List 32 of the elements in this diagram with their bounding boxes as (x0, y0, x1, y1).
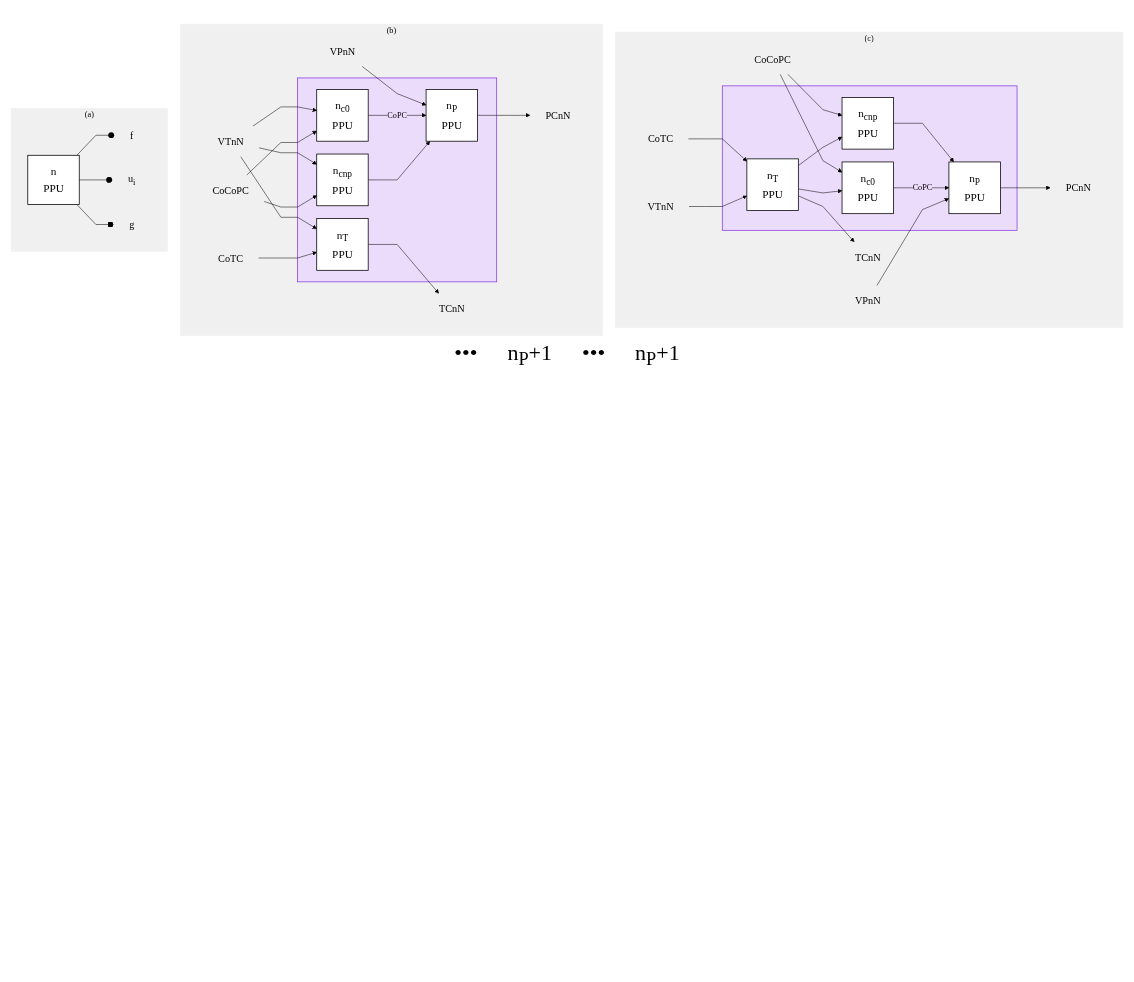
note-text: n$_{P}$+1 (635, 339, 680, 371)
node-text: PCnN (545, 109, 571, 121)
node-text: VPnN (854, 295, 881, 307)
node-text: CoCoPC (212, 184, 249, 197)
node-text: TCnN (854, 251, 881, 263)
node-text: TCnN (438, 303, 465, 315)
node-text: u$_{i}$ (127, 173, 136, 188)
node-text: PCnN (1065, 182, 1091, 194)
node-box: n$_{P}$ PPU (948, 161, 1001, 215)
node-text: VPnN (329, 45, 356, 57)
note-text: ••• (454, 339, 478, 367)
note-text: n$_{P}$+1 (507, 339, 552, 371)
node-box: n$_{c0}$ PPU (316, 89, 369, 142)
node-text: CoCoPC (754, 53, 791, 65)
node-box: n$_{T}$ PPU (746, 158, 799, 211)
cluster (721, 85, 1018, 231)
node-box: n$_{T}$ PPU (316, 218, 369, 271)
edge-label: CoPC (912, 183, 933, 192)
node-text: CoTC (647, 133, 674, 145)
note-text: ••• (582, 339, 606, 367)
node-box: n$_{P}$ PPU (425, 89, 478, 142)
node-box: n$_{c0}$ PPU (841, 161, 894, 215)
node-box: n PPU (27, 154, 80, 205)
edge-label: CoPC (387, 110, 407, 120)
node-text: f (130, 129, 134, 141)
node-text: VTnN (647, 200, 674, 213)
node-box: n$_{cnp}$ PPU (316, 153, 369, 207)
node-box: n$_{cnp}$ PPU (841, 97, 894, 150)
node-text: CoTC (218, 252, 244, 264)
cluster (297, 77, 498, 283)
node-text: VTnN (217, 135, 244, 148)
node-text: g (129, 218, 135, 231)
